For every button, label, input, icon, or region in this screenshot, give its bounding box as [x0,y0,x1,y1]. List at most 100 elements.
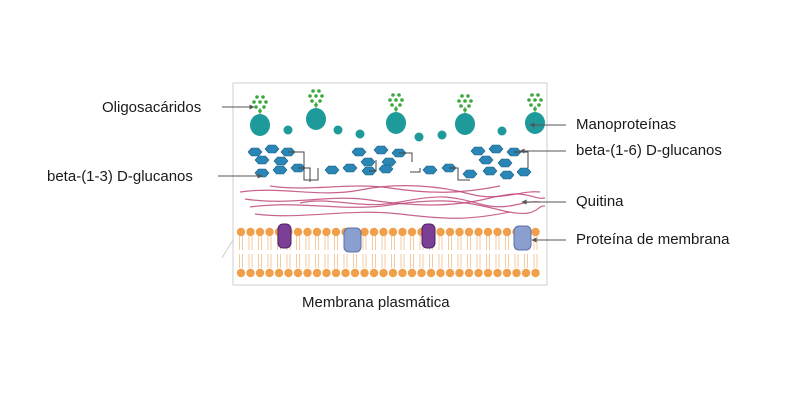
sugar-unit [255,95,259,99]
mannoprotein-small [497,126,507,136]
mannoprotein-small [355,129,365,139]
lipid-head [312,268,322,278]
lipid-head [255,227,265,237]
glucose-unit [462,169,478,179]
sugar-unit [400,98,404,102]
lipid-head [246,268,255,278]
glucose-unit [422,165,438,175]
membrane-proteins [277,223,532,253]
sugar-unit [318,99,322,103]
lipid-head [512,268,521,278]
sugar-unit [539,98,543,102]
lipid-head [474,268,483,278]
lipid-head [246,227,255,237]
glucose-unit [478,155,494,165]
glucan-linkage [298,167,311,182]
glucan-linkage [449,167,470,181]
sugar-unit [466,94,470,98]
label-chitin: Quitina [576,193,624,210]
sugar-unit [398,103,402,107]
oligosaccharide-chain [308,89,324,108]
lipid-head [445,227,455,237]
mannoprotein-small [283,125,293,135]
lipid-head [265,268,274,278]
glucose-unit [499,170,515,180]
chitin-fiber [244,193,546,206]
sugar-unit [527,98,531,102]
lipid-head [303,227,312,237]
lipid-head [369,227,379,237]
lipid-head [236,268,246,278]
lipid-head [436,268,445,278]
sugar-unit [391,93,395,97]
glucose-unit [264,144,280,154]
lipid-head [388,268,398,278]
glucose-unit [373,145,389,155]
oligosaccharide-chain [527,93,543,112]
glucan-linkage [410,168,421,173]
label-plasma-membrane: Membrana plasmática [302,294,450,311]
lipid-head [521,268,531,278]
mannoprotein-small [333,125,343,135]
label-beta16-glucans: beta-(1-6) D-glucanos [576,142,722,159]
lipid-head [331,227,341,237]
glucan-linkage [399,152,413,162]
glucan-linkage [514,151,529,168]
lipid-head [417,268,426,278]
sugar-unit [311,89,315,93]
glucan-linkage [369,160,377,172]
lipid-head [531,268,540,278]
lipid-head [369,268,379,278]
membrane-protein-blue [343,227,362,253]
sugar-unit [460,94,464,98]
lipid-head [464,227,474,237]
lipid-head [274,268,284,278]
glucan-linkage [288,151,319,181]
lipid-head [398,268,407,278]
membrane-protein-purple [277,223,292,249]
sugar-unit [261,95,265,99]
label-membrane-protein: Proteína de membrana [576,231,730,248]
sugar-unit [537,103,541,107]
mannoprotein [525,112,545,134]
mannoprotein [386,112,406,134]
lipid-head [331,268,341,278]
oligosaccharide-chain [252,95,268,114]
label-oligosaccharides: Oligosacáridos [102,99,202,116]
sugar-unit [397,93,401,97]
sugar-unit [264,100,268,104]
lipid-head [293,268,303,278]
chitin-fiber [249,200,546,215]
glucose-unit [470,146,486,156]
lipid-head [493,268,502,278]
lipid-head [502,227,512,237]
label-mannoproteins: Manoproteínas [576,116,677,133]
lipid-head [455,268,464,278]
sugar-unit [258,100,262,104]
glucose-unit [482,166,498,176]
sugar-unit [467,104,471,108]
sugar-unit [320,94,324,98]
lipid-head [398,227,407,237]
lipid-head [341,268,350,278]
sugar-unit [536,93,540,97]
mannoprotein [306,108,326,130]
lipid-head [322,268,331,278]
lipid-head [407,227,417,237]
sugar-unit [533,98,537,102]
sugar-unit [390,103,394,107]
chitin-layer [239,185,546,219]
mannoprotein [250,114,270,136]
leader-lines [218,104,566,243]
glucose-unit [342,163,358,173]
sugar-unit [530,93,534,97]
lipid-head [388,227,398,237]
lipid-head [379,227,388,237]
sugar-unit [388,98,392,102]
lipid-head [379,268,388,278]
glucose-unit [351,147,367,157]
chitin-fiber [254,211,511,219]
mannoprotein [455,113,475,135]
lipid-head [255,268,265,278]
